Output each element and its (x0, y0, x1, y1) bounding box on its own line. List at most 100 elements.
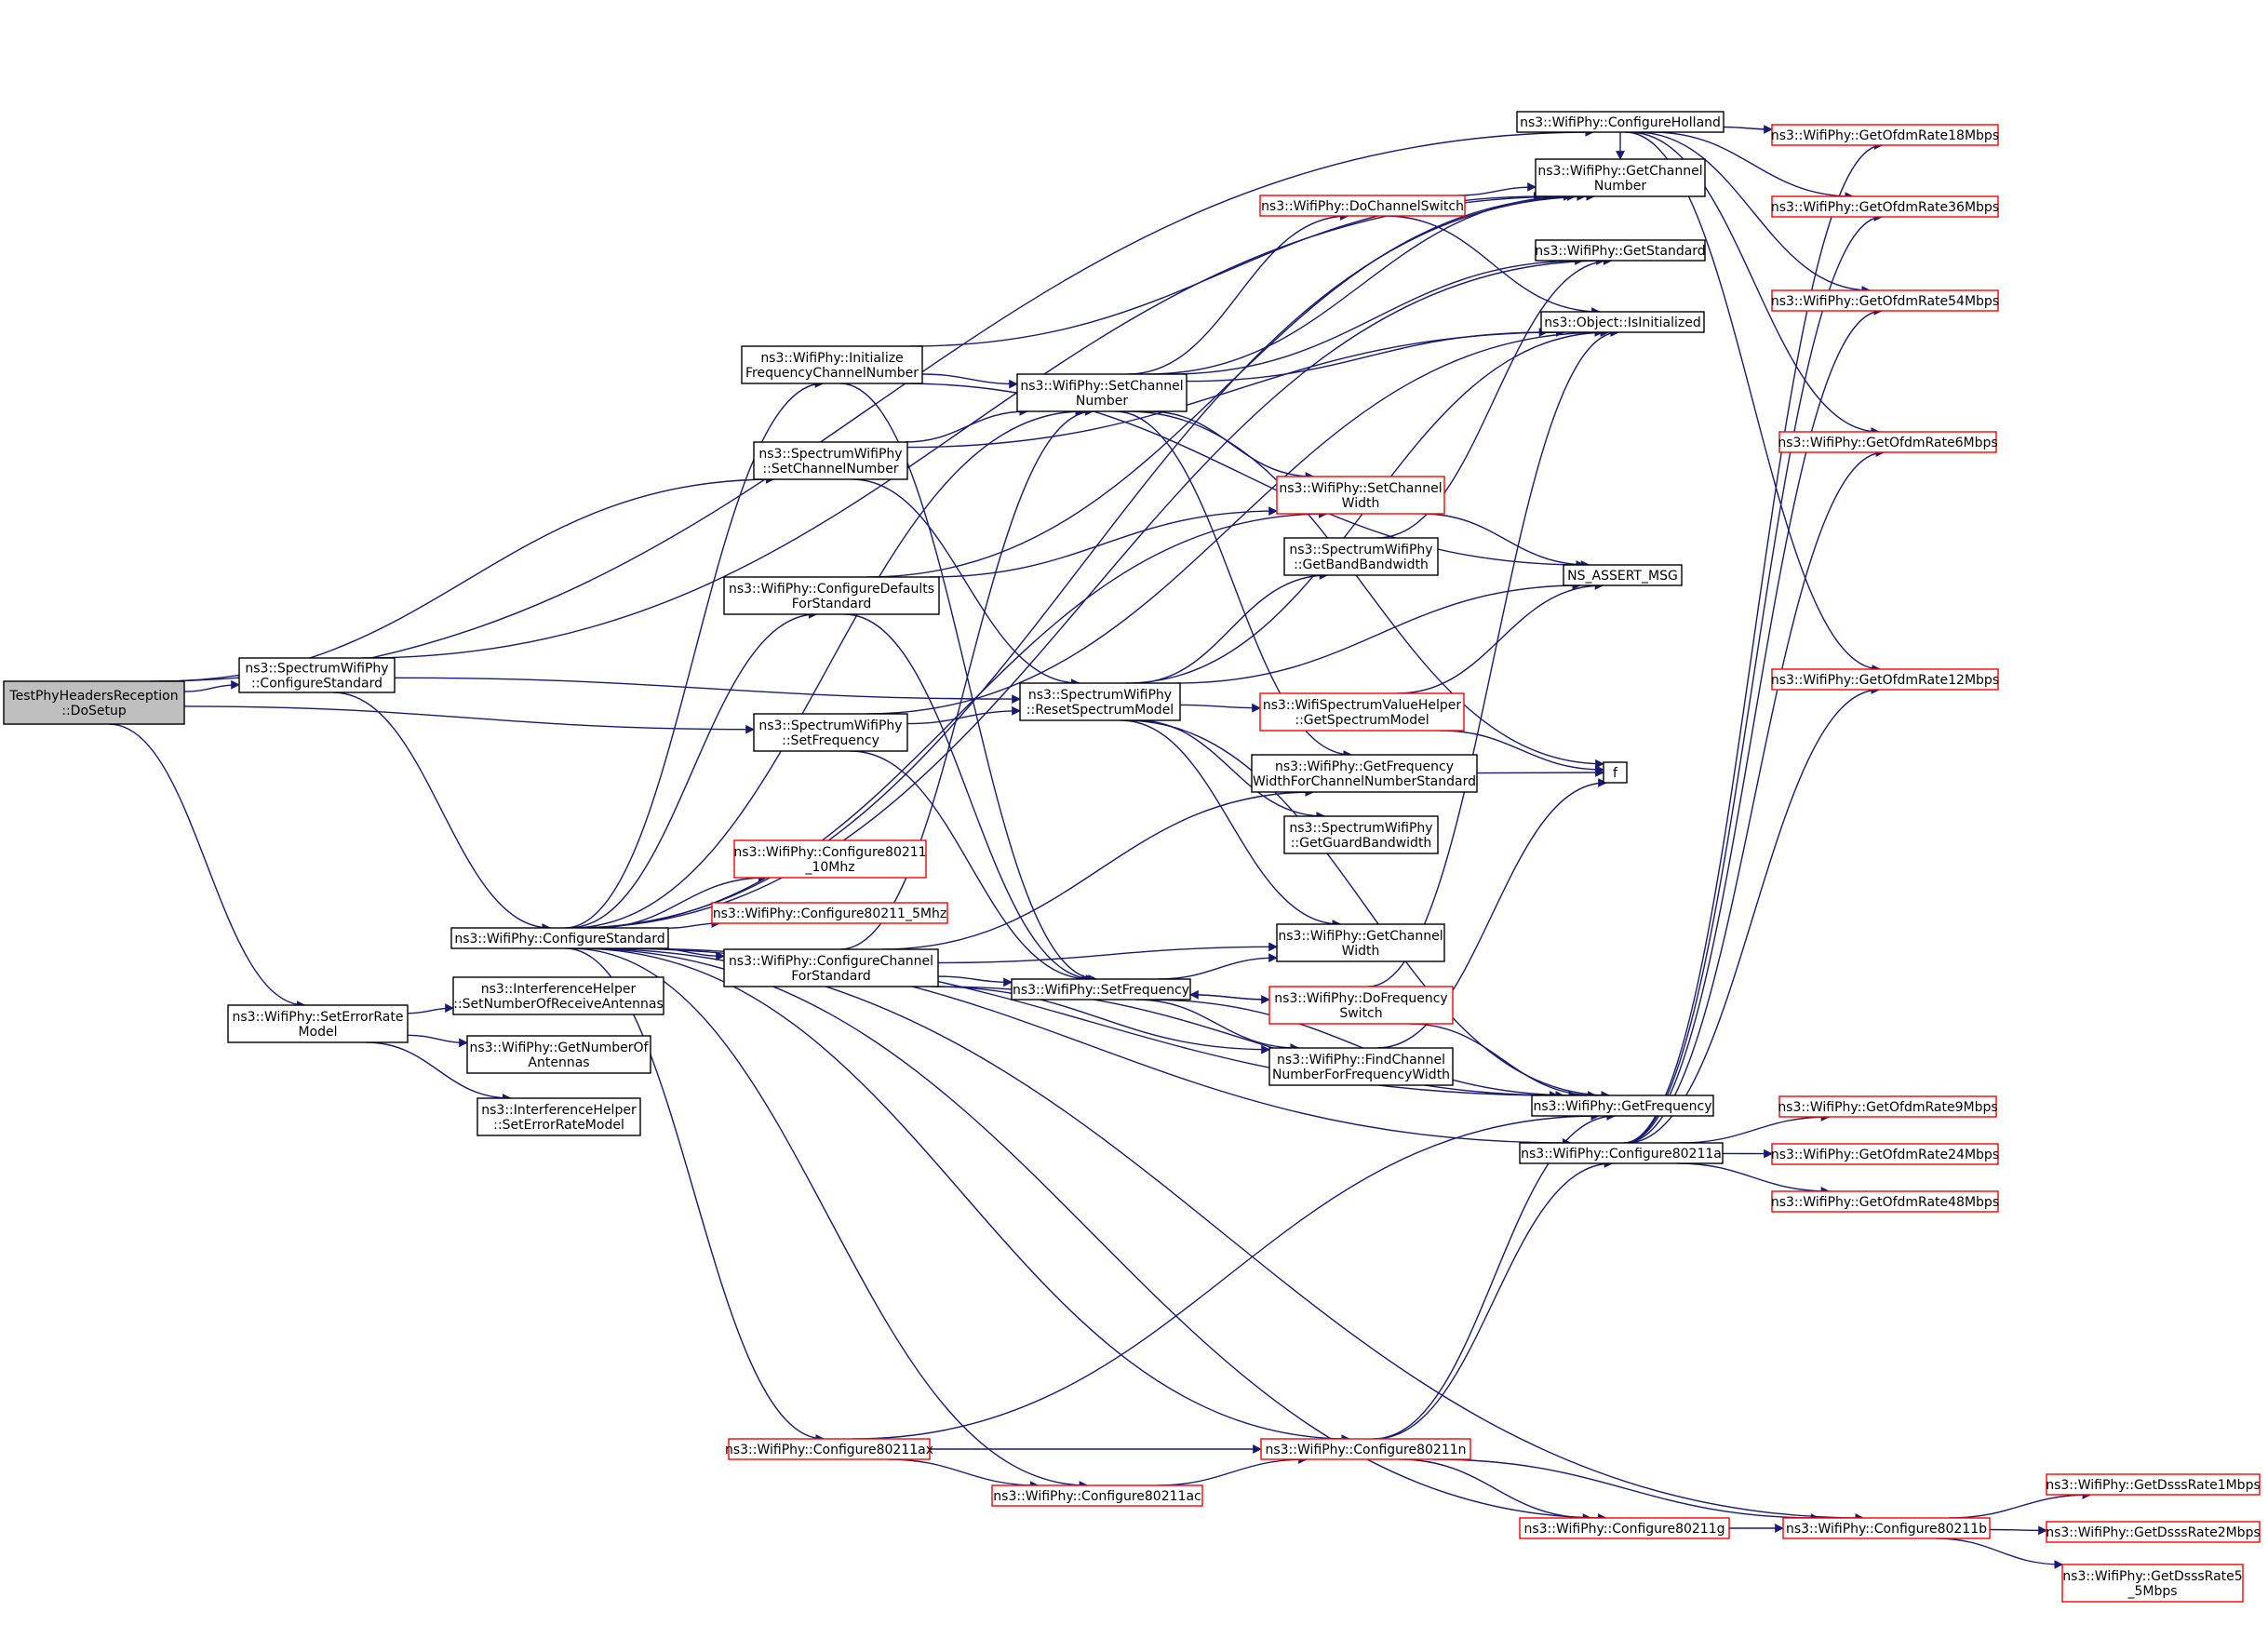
node-box-getbandbw[interactable] (1283, 537, 1439, 576)
node-c11n[interactable]: ns3::WifiPhy::Configure80211n (1260, 1438, 1471, 1460)
node-r18[interactable]: ns3::WifiPhy::GetOfdmRate18Mbps (1771, 124, 1999, 146)
node-sw_setchan[interactable]: ns3::SpectrumWifiPhy::SetChannelNumber (753, 441, 908, 480)
node-box-d1[interactable] (2046, 1473, 2261, 1496)
node-c5mhz[interactable]: ns3::WifiPhy::Configure80211_5Mhz (711, 902, 948, 924)
node-r36[interactable]: ns3::WifiPhy::GetOfdmRate36Mbps (1771, 195, 1999, 218)
node-r48[interactable]: ns3::WifiPhy::GetOfdmRate48Mbps (1771, 1190, 1999, 1213)
node-box-c5mhz[interactable] (711, 902, 948, 924)
node-configstd[interactable]: ns3::WifiPhy::ConfigureStandard (450, 927, 669, 949)
node-findchan[interactable]: ns3::WifiPhy::FindChannelNumberForFreque… (1268, 1047, 1454, 1086)
node-box-seterrrate[interactable] (227, 1004, 409, 1043)
node-box-r24[interactable] (1771, 1143, 1999, 1165)
node-box-cholland[interactable] (1516, 111, 1724, 133)
node-box-c11n[interactable] (1260, 1438, 1471, 1460)
node-box-getchanw[interactable] (1276, 923, 1445, 962)
node-box-r6[interactable] (1778, 431, 1997, 453)
node-getfreqwidth[interactable]: ns3::WifiPhy::GetFrequencyWidthForChanne… (1251, 754, 1478, 793)
node-box-wsvh_getspec[interactable] (1259, 692, 1465, 732)
node-c11g[interactable]: ns3::WifiPhy::Configure80211g (1519, 1517, 1730, 1539)
node-getguardbw[interactable]: ns3::SpectrumWifiPhy::GetGuardBandwidth (1283, 815, 1439, 854)
node-box-setchannum[interactable] (1016, 373, 1188, 412)
node-d55[interactable]: ns3::WifiPhy::GetDsssRate5_5Mbps (2061, 1564, 2244, 1603)
node-box-r12[interactable] (1771, 668, 1999, 691)
node-box-getnumant[interactable] (466, 1035, 651, 1074)
node-c10mhz[interactable]: ns3::WifiPhy::Configure80211_10Mhz (733, 839, 927, 879)
node-c11a[interactable]: ns3::WifiPhy::Configure80211a (1519, 1142, 1724, 1164)
node-box-dofreqsw[interactable] (1268, 986, 1454, 1025)
node-box-r54[interactable] (1771, 289, 1999, 312)
node-box-ih_setnum[interactable] (452, 976, 664, 1015)
node-box-resetspec[interactable] (1019, 682, 1181, 721)
node-f[interactable]: f (1603, 761, 1628, 784)
node-configdef[interactable]: ns3::WifiPhy::ConfigureDefaultsForStanda… (723, 576, 940, 615)
node-box-r18[interactable] (1771, 124, 1999, 146)
node-resetspec[interactable]: ns3::SpectrumWifiPhy::ResetSpectrumModel (1019, 682, 1181, 721)
node-setchannum[interactable]: ns3::WifiPhy::SetChannelNumber (1016, 373, 1188, 412)
node-r6[interactable]: ns3::WifiPhy::GetOfdmRate6Mbps (1778, 431, 1998, 453)
node-box-isinit[interactable] (1540, 311, 1705, 333)
node-box-getstandard[interactable] (1535, 239, 1706, 262)
node-box-dosetup[interactable] (3, 680, 185, 725)
node-box-r9[interactable] (1778, 1095, 1997, 1118)
node-box-d2[interactable] (2046, 1521, 2261, 1543)
node-box-c11b[interactable] (1782, 1517, 1991, 1539)
node-dosetup[interactable]: TestPhyHeadersReception::DoSetup (3, 680, 185, 725)
node-box-c11a[interactable] (1519, 1142, 1724, 1164)
node-box-setfreq[interactable] (1011, 978, 1191, 1001)
node-box-r36[interactable] (1771, 195, 1999, 218)
node-box-r48[interactable] (1771, 1190, 1999, 1213)
node-box-cax[interactable] (728, 1438, 931, 1460)
node-box-cac[interactable] (991, 1484, 1203, 1507)
node-box-dochansw[interactable] (1259, 195, 1466, 217)
node-r54[interactable]: ns3::WifiPhy::GetOfdmRate54Mbps (1771, 289, 1999, 312)
node-box-findchan[interactable] (1268, 1047, 1454, 1086)
node-box-initfreq[interactable] (741, 345, 923, 384)
node-box-sw_setfreq[interactable] (753, 713, 908, 752)
node-box-d55[interactable] (2061, 1564, 2244, 1603)
node-box-ih_seterr[interactable] (476, 1097, 641, 1136)
node-r9[interactable]: ns3::WifiPhy::GetOfdmRate9Mbps (1778, 1095, 1998, 1118)
node-d1[interactable]: ns3::WifiPhy::GetDsssRate1Mbps (2046, 1473, 2261, 1496)
node-getstandard[interactable]: ns3::WifiPhy::GetStandard (1535, 239, 1706, 262)
node-initfreq[interactable]: ns3::WifiPhy::InitializeFrequencyChannel… (741, 345, 923, 384)
node-wsvh_getspec[interactable]: ns3::WifiSpectrumValueHelper::GetSpectru… (1259, 692, 1465, 732)
node-cac[interactable]: ns3::WifiPhy::Configure80211ac (991, 1484, 1203, 1507)
node-box-getguardbw[interactable] (1283, 815, 1439, 854)
node-box-getfreq[interactable] (1531, 1095, 1714, 1117)
node-getfreq[interactable]: ns3::WifiPhy::GetFrequency (1531, 1095, 1714, 1117)
node-configchan[interactable]: ns3::WifiPhy::ConfigureChannelForStandar… (723, 948, 939, 987)
node-box-configdef[interactable] (723, 576, 940, 615)
node-box-f[interactable] (1603, 761, 1628, 784)
node-box-c10mhz[interactable] (733, 839, 927, 879)
node-sw_setfreq[interactable]: ns3::SpectrumWifiPhy::SetFrequency (753, 713, 908, 752)
node-box-nsassert[interactable] (1563, 564, 1683, 586)
node-box-configstd[interactable] (450, 927, 669, 949)
node-getbandbw[interactable]: ns3::SpectrumWifiPhy::GetBandBandwidth (1283, 537, 1439, 576)
node-d2[interactable]: ns3::WifiPhy::GetDsssRate2Mbps (2046, 1521, 2261, 1543)
node-setfreq[interactable]: ns3::WifiPhy::SetFrequency (1011, 978, 1191, 1001)
node-nsassert[interactable]: NS_ASSERT_MSG (1563, 564, 1683, 586)
node-sw_configstd[interactable]: ns3::SpectrumWifiPhy::ConfigureStandard (238, 657, 396, 693)
node-box-sw_configstd[interactable] (238, 657, 396, 693)
node-box-configchan[interactable] (723, 948, 939, 987)
node-isinit[interactable]: ns3::Object::IsInitialized (1540, 311, 1705, 333)
node-c11b[interactable]: ns3::WifiPhy::Configure80211b (1782, 1517, 1991, 1539)
node-r24[interactable]: ns3::WifiPhy::GetOfdmRate24Mbps (1771, 1143, 1999, 1165)
node-box-setchanw[interactable] (1276, 476, 1445, 515)
node-ih_setnum[interactable]: ns3::InterferenceHelper::SetNumberOfRece… (452, 976, 664, 1015)
node-cax[interactable]: ns3::WifiPhy::Configure80211ax (725, 1438, 933, 1460)
node-box-sw_setchan[interactable] (753, 441, 908, 480)
node-r12[interactable]: ns3::WifiPhy::GetOfdmRate12Mbps (1771, 668, 1999, 691)
node-ih_seterr[interactable]: ns3::InterferenceHelper::SetErrorRateMod… (476, 1097, 641, 1136)
node-dochansw[interactable]: ns3::WifiPhy::DoChannelSwitch (1259, 195, 1466, 217)
node-cholland[interactable]: ns3::WifiPhy::ConfigureHolland (1516, 111, 1724, 133)
node-box-getchannum[interactable] (1535, 158, 1706, 197)
node-box-getfreqwidth[interactable] (1251, 754, 1478, 793)
node-seterrrate[interactable]: ns3::WifiPhy::SetErrorRateModel (227, 1004, 409, 1043)
node-box-c11g[interactable] (1519, 1517, 1730, 1539)
